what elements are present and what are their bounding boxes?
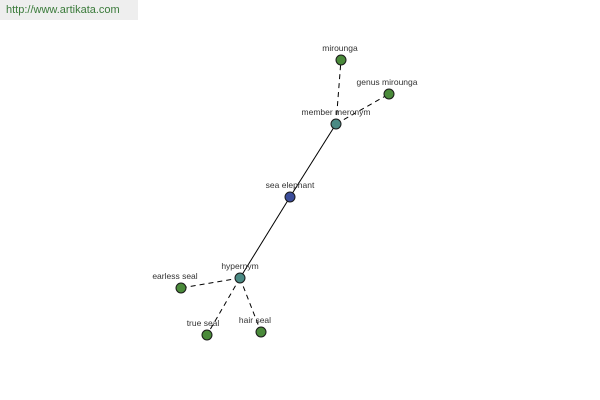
edge-hypernym-to-earless-seal [180, 277, 241, 289]
node-circle-earless-seal[interactable] [175, 282, 187, 294]
node-earless-seal[interactable]: earless seal [152, 271, 198, 294]
edge-hypernym-to-true-seal [206, 277, 241, 336]
edge-member-meronym-to-genus-mirounga [335, 93, 390, 125]
edges-layer [180, 59, 390, 336]
node-circle-genus-mirounga[interactable] [383, 88, 395, 100]
node-genus-mirounga[interactable]: genus mirounga [357, 77, 418, 100]
node-true-seal[interactable]: true seal [187, 318, 220, 341]
node-circle-mirounga[interactable] [335, 54, 347, 66]
node-member-meronym[interactable]: member meronym [302, 107, 371, 130]
edge-sea-elephant-to-member-meronym [289, 123, 337, 198]
edge-member-meronym-to-mirounga [335, 59, 342, 125]
node-circle-sea-elephant[interactable] [284, 191, 296, 203]
node-circle-true-seal[interactable] [201, 329, 213, 341]
node-label-earless-seal[interactable]: earless seal [152, 271, 197, 281]
node-label-genus-mirounga[interactable]: genus mirounga [357, 77, 418, 87]
edge-hypernym-to-hair-seal [239, 277, 262, 333]
node-circle-member-meronym[interactable] [330, 118, 342, 130]
node-circle-hair-seal[interactable] [255, 326, 267, 338]
node-mirounga[interactable]: mirounga [322, 43, 358, 66]
node-label-true-seal[interactable]: true seal [187, 318, 220, 328]
node-label-mirounga[interactable]: mirounga [322, 43, 358, 53]
node-label-hypernym[interactable]: hypernym [221, 261, 258, 271]
nodes-layer: sea elephant member meronym hypernym miroun… [152, 43, 418, 341]
site-url[interactable]: http://www.artikata.com [0, 0, 138, 20]
node-hair-seal[interactable]: hair seal [239, 315, 271, 338]
node-label-sea-elephant[interactable]: sea elephant [266, 180, 315, 190]
node-label-hair-seal[interactable]: hair seal [239, 315, 271, 325]
node-label-member-meronym[interactable]: member meronym [302, 107, 371, 117]
node-sea-elephant[interactable]: sea elephant [266, 180, 315, 203]
node-circle-hypernym[interactable] [234, 272, 246, 284]
node-hypernym[interactable]: hypernym [221, 261, 259, 284]
edge-sea-elephant-to-hypernym [239, 196, 291, 279]
